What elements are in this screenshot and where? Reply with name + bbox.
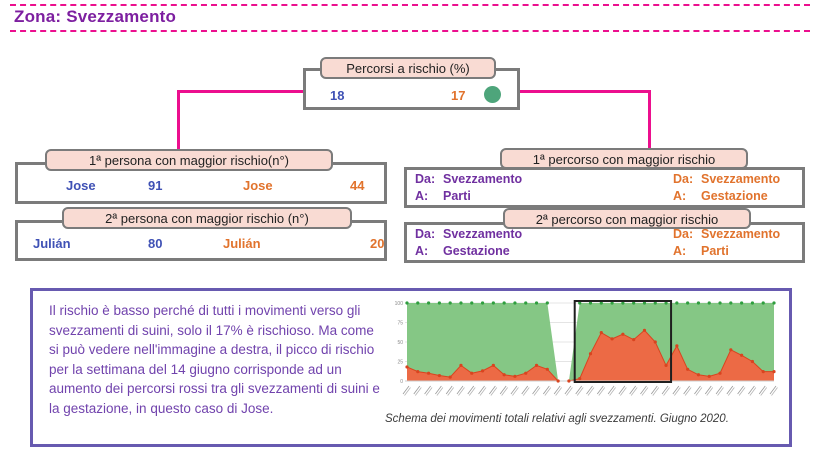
left-box1-count-2: 44 <box>350 178 365 193</box>
da-label: Da: <box>673 172 694 186</box>
route-value: Parti <box>701 244 729 258</box>
connector-right-vertical <box>648 90 651 150</box>
right-box1: Da: Svezzamento A: Parti Da: Svezzamento A:… <box>404 167 805 208</box>
right-box2-route-purple-da: Da: Svezzamento <box>415 227 522 241</box>
left-box2-person-2: Julián <box>223 236 261 251</box>
right-box1-route-purple-da: Da: Svezzamento <box>415 172 522 186</box>
right-box2-label: 2ª percorso con maggior rischio <box>503 208 751 229</box>
summary-panel: Il rischio è basso perché di tutti i mov… <box>30 288 792 447</box>
movements-chart-wrap: 0 25 50 75 100 <box>391 297 781 409</box>
left-box1-person-2: Jose <box>243 178 273 193</box>
title-divider-top <box>10 4 810 6</box>
svg-text:0: 0 <box>400 379 403 385</box>
da-label: Da: <box>673 227 694 241</box>
title-divider-bottom <box>10 30 810 32</box>
connector-left-horizontal <box>177 90 305 93</box>
da-label: Da: <box>415 172 436 186</box>
right-box1-label: 1ª percorso con maggior rischio <box>500 148 748 169</box>
right-box1-route-purple-a: A: Parti <box>415 189 471 203</box>
route-value: Svezzamento <box>701 227 781 241</box>
svg-text:100: 100 <box>395 301 404 307</box>
a-label: A: <box>415 244 429 258</box>
svg-text:75: 75 <box>397 321 403 327</box>
right-box1-route-orange-a: A: Gestazione <box>673 189 768 203</box>
left-box1-label: 1ª persona con maggior rischio(n°) <box>45 149 333 171</box>
right-box2-route-purple-a: A: Gestazione <box>415 244 510 258</box>
left-box1-person-1: Jose <box>66 178 96 193</box>
route-value: Gestazione <box>701 189 768 203</box>
left-box2-person-1: Julián <box>33 236 71 251</box>
route-value: Svezzamento <box>443 227 523 241</box>
left-box2-count-1: 80 <box>148 236 163 251</box>
connector-right-horizontal <box>513 90 651 93</box>
root-value-right: 17 <box>451 88 466 103</box>
movements-chart: 0 25 50 75 100 <box>395 300 778 396</box>
left-box1-count-1: 91 <box>148 178 163 193</box>
root-value-left: 18 <box>330 88 345 103</box>
right-box2-route-orange-a: A: Parti <box>673 244 729 258</box>
left-box2-label: 2ª persona con maggior rischio (n°) <box>62 207 352 229</box>
da-label: Da: <box>415 227 436 241</box>
connector-left-vertical <box>177 90 180 152</box>
svg-text:50: 50 <box>397 340 403 346</box>
page-title: Zona: Svezzamento <box>14 7 177 26</box>
left-box2-count-2: 20 <box>370 236 385 251</box>
a-label: A: <box>415 189 429 203</box>
a-label: A: <box>673 189 687 203</box>
green-status-dot <box>484 86 501 103</box>
route-value: Parti <box>443 189 471 203</box>
root-node-label: Percorsi a rischio (%) <box>320 57 496 79</box>
risk-summary-text: Il rischio è basso perché di tutti i mov… <box>49 303 380 416</box>
svg-text:25: 25 <box>397 360 403 366</box>
route-value: Svezzamento <box>701 172 781 186</box>
a-label: A: <box>673 244 687 258</box>
route-value: Svezzamento <box>443 172 523 186</box>
route-value: Gestazione <box>443 244 510 258</box>
right-box2-route-orange-da: Da: Svezzamento <box>673 227 780 241</box>
right-box1-route-orange-da: Da: Svezzamento <box>673 172 780 186</box>
chart-caption: Schema dei movimenti totali relativi agl… <box>385 413 729 425</box>
